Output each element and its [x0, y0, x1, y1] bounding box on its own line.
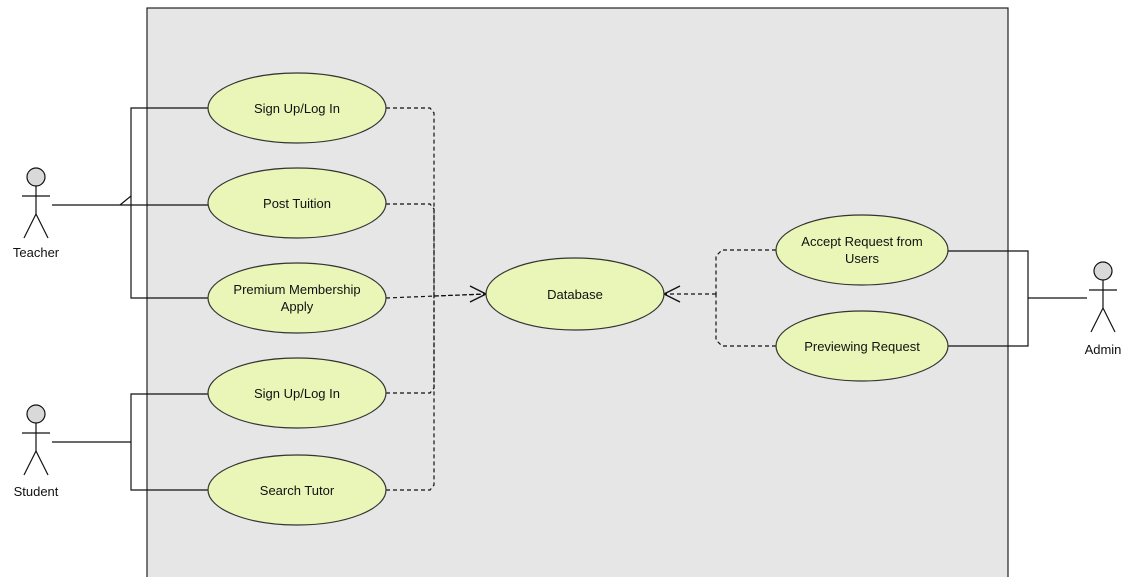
usecase-label: Post Tuition: [263, 196, 331, 211]
usecase-accept-request: Accept Request from Users: [775, 214, 949, 286]
usecase-database: Database: [485, 257, 665, 331]
usecase-label: Sign Up/Log In: [254, 101, 340, 116]
svg-text:Previewing Request: Previewing Request: [804, 339, 920, 354]
svg-text:Apply: Apply: [281, 299, 314, 314]
actor-admin: Admin: [1085, 261, 1122, 357]
usecase-previewing-request: Previewing Request: [775, 310, 949, 382]
usecase-label-line2: Users: [845, 251, 879, 266]
usecase-student-signup: Sign Up/Log In: [207, 357, 387, 429]
actor-label: Student: [14, 484, 59, 499]
admin-associations: [948, 250, 1087, 347]
teacher-associations: [52, 107, 208, 299]
left-dependencies: [385, 107, 488, 491]
usecase-premium-membership: Premium Membership Apply: [207, 262, 387, 334]
svg-text:Database: Database: [547, 287, 603, 302]
svg-text:Search Tutor: Search Tutor: [260, 483, 335, 498]
usecase-label-line1: Accept Request from: [801, 234, 922, 249]
usecase-search-tutor: Search Tutor: [207, 454, 387, 526]
actor-teacher: Teacher: [13, 167, 60, 260]
svg-text:Sign Up/Log In: Sign Up/Log In: [254, 101, 340, 116]
actor-student: Student: [14, 404, 59, 499]
usecase-label: Sign Up/Log In: [254, 386, 340, 401]
svg-text:Sign Up/Log In: Sign Up/Log In: [254, 386, 340, 401]
usecase-label: Search Tutor: [260, 483, 335, 498]
usecase-label-line1: Premium Membership: [233, 282, 360, 297]
student-associations: [52, 393, 208, 491]
stick-figure-icon: [22, 167, 50, 239]
svg-text:Accept Request from: Accept Request from: [801, 234, 922, 249]
usecase-post-tuition: Post Tuition: [207, 167, 387, 239]
usecase-label: Previewing Request: [804, 339, 920, 354]
svg-text:Users: Users: [845, 251, 879, 266]
usecase-teacher-signup: Sign Up/Log In: [207, 72, 387, 144]
svg-text:Premium Membership: Premium Membership: [233, 282, 360, 297]
actor-label: Teacher: [13, 245, 60, 260]
usecase-label: Database: [547, 287, 603, 302]
stick-figure-icon: [1089, 261, 1117, 333]
stick-figure-icon: [22, 404, 50, 476]
actor-label: Admin: [1085, 342, 1122, 357]
svg-text:Post Tuition: Post Tuition: [263, 196, 331, 211]
usecase-label-line2: Apply: [281, 299, 314, 314]
